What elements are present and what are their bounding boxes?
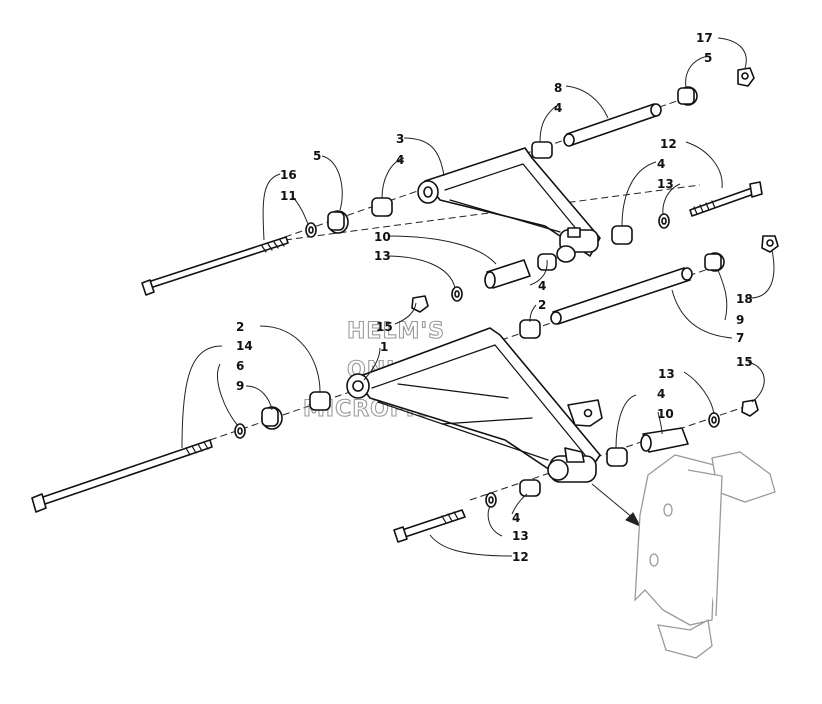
callout-5-left: 5 [313, 149, 321, 163]
upper-a-arm [417, 147, 601, 263]
bushing-lower-right [606, 447, 628, 467]
callout-4-upper-center: 4 [538, 279, 546, 293]
callout-16: 16 [280, 168, 297, 182]
callout-11: 11 [280, 189, 297, 203]
callout-14: 14 [236, 339, 253, 353]
callout-4-top: 4 [554, 101, 562, 115]
callout-4-upper-left: 4 [396, 153, 404, 167]
bushing-upper-front [371, 197, 393, 217]
bushing-upper-rear [531, 141, 553, 159]
callout-10-upper: 10 [374, 230, 391, 244]
callout-6: 6 [236, 359, 244, 373]
callout-13-upper-center: 13 [374, 249, 391, 263]
callout-18: 18 [736, 292, 753, 306]
callout-15-left: 15 [376, 320, 393, 334]
callout-4-lower-right: 4 [657, 387, 665, 401]
callout-3: 3 [396, 132, 404, 146]
bolt-16 [147, 236, 289, 289]
bushing-lower-front [309, 391, 331, 411]
bushings [309, 141, 689, 497]
bolts [31, 181, 763, 543]
callout-4-upper-right: 4 [657, 157, 665, 171]
bushing-lower-bottom [519, 479, 541, 497]
callout-13-lower-right: 13 [658, 367, 675, 381]
callout-17: 17 [696, 31, 713, 45]
callout-1: 1 [380, 340, 388, 354]
bolt-14 [39, 439, 213, 506]
callout-13-bottom: 13 [512, 529, 529, 543]
spindle-background [634, 451, 776, 659]
nut-15-upper [411, 295, 429, 313]
bushing-lower-rear [519, 319, 541, 339]
callout-9-right: 9 [736, 313, 744, 327]
callout-12-upper: 12 [660, 137, 677, 151]
washers [234, 213, 720, 508]
callout-4-bottom: 4 [512, 511, 520, 525]
nuts [411, 67, 779, 417]
callout-2-left: 2 [236, 320, 244, 334]
callout-13-upper-right: 13 [657, 177, 674, 191]
callout-5-top: 5 [704, 51, 712, 65]
bolt-12-upper [689, 187, 755, 217]
leader-lines [181, 37, 775, 557]
direction-arrow [591, 483, 642, 528]
callout-15-right: 15 [736, 355, 753, 369]
callout-10-lower: 10 [657, 407, 674, 421]
lower-a-arm [346, 327, 603, 483]
callout-labels: 17 5 8 4 3 4 12 4 13 5 16 11 10 13 4 18 … [236, 31, 753, 564]
shaft-8 [563, 103, 662, 147]
watermark-line-1: HELM'S [347, 319, 445, 344]
flanged-bushings [261, 86, 725, 430]
nut-15-lower [741, 399, 759, 417]
callout-8: 8 [554, 81, 562, 95]
shaft-7 [550, 267, 693, 325]
bushing-upper-right [611, 225, 633, 245]
callout-12-bottom: 12 [512, 550, 529, 564]
callout-7: 7 [736, 331, 744, 345]
callout-2-right: 2 [538, 298, 546, 312]
callout-9-left: 9 [236, 379, 244, 393]
